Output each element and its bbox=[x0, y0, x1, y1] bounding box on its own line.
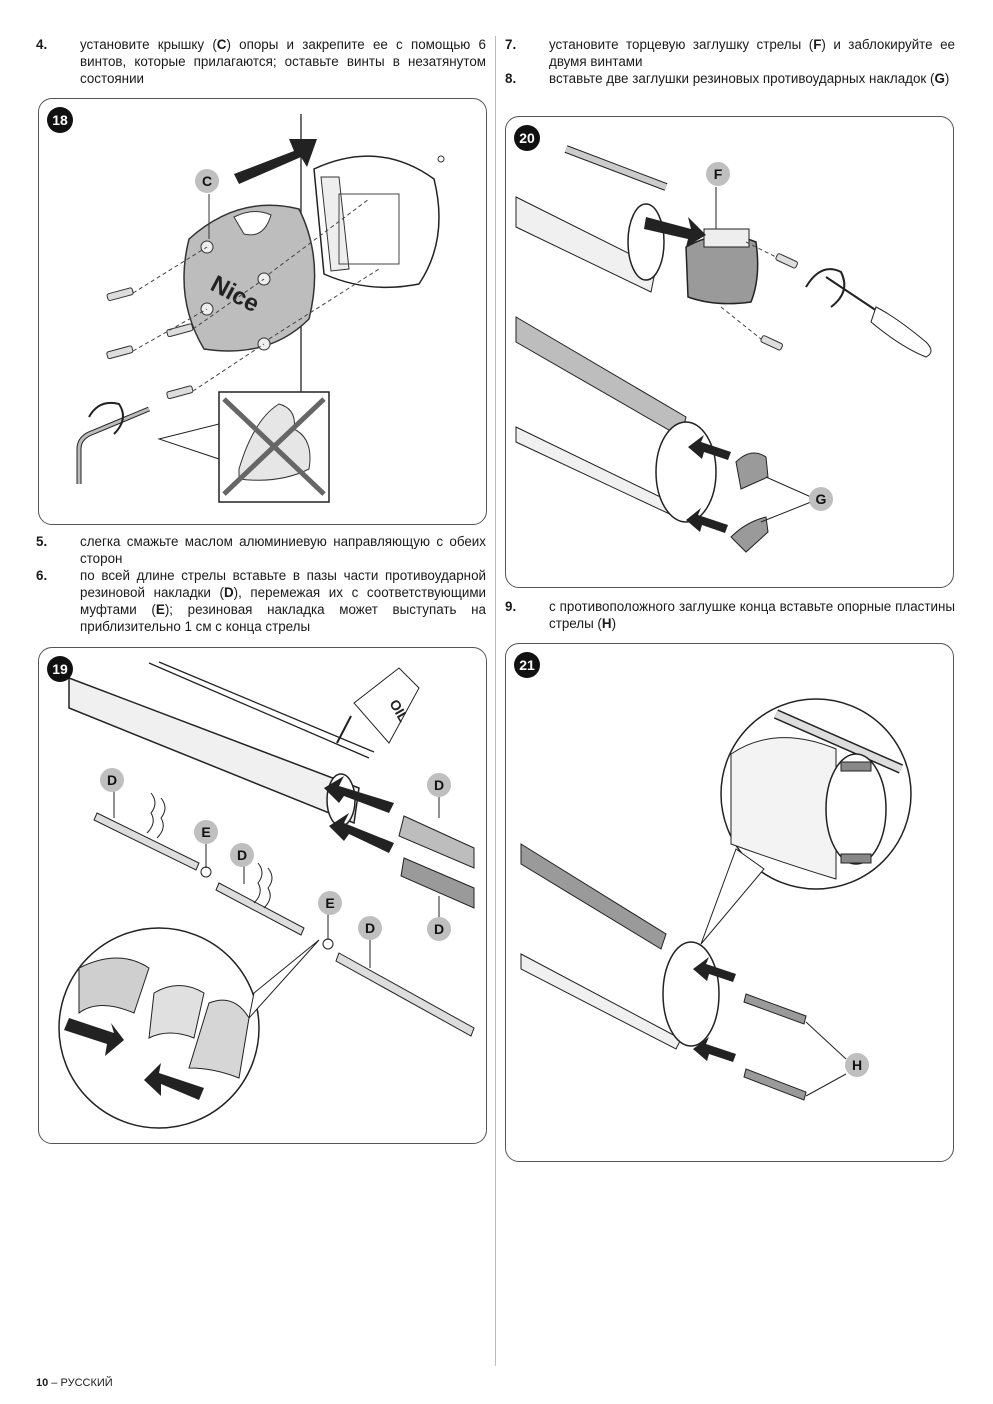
callout-e: E bbox=[194, 820, 218, 844]
step-9: 9. с противоположного заглушке конца вст… bbox=[505, 598, 955, 632]
figure-number-badge: 21 bbox=[514, 652, 540, 678]
callout-d: D bbox=[230, 843, 254, 867]
figure-20: 20 F G bbox=[505, 116, 954, 588]
step-text: установите торцевую заглушку стрелы (F) … bbox=[549, 37, 955, 69]
page-number: 10 bbox=[36, 1377, 49, 1389]
callout-h: H bbox=[845, 1053, 869, 1077]
page-footer: 10 – РУССКИЙ bbox=[36, 1377, 113, 1389]
step-8: 8. вставьте две заглушки резиновых проти… bbox=[505, 70, 955, 87]
figure-19: OIL bbox=[38, 647, 487, 1144]
column-divider bbox=[495, 36, 496, 1366]
figure-number-badge: 20 bbox=[514, 125, 540, 151]
right-column: 7. установите торцевую заглушку стрелы (… bbox=[505, 36, 955, 87]
figure-21-illustration bbox=[520, 698, 912, 1101]
callout-d: D bbox=[427, 773, 451, 797]
figure-number-badge: 18 bbox=[47, 107, 73, 133]
figure-21: 21 H bbox=[505, 643, 954, 1162]
step-text: с противоположного заглушке конца вставь… bbox=[549, 599, 955, 631]
callout-d: D bbox=[427, 917, 451, 941]
footer-separator: – bbox=[48, 1377, 61, 1389]
callout-f: F bbox=[706, 162, 730, 186]
step-number: 6. bbox=[36, 568, 48, 583]
left-steps-5-6: 5. слегка смажьте маслом алюминиевую нап… bbox=[36, 533, 486, 635]
step-number: 5. bbox=[36, 534, 48, 549]
step-5: 5. слегка смажьте маслом алюминиевую нап… bbox=[36, 533, 486, 567]
figure-18: Nice 18 C bbox=[38, 98, 487, 525]
figure-19-illustration: OIL bbox=[58, 661, 475, 1129]
figure-number-badge: 19 bbox=[47, 656, 73, 682]
figure-18-illustration: Nice bbox=[76, 114, 445, 503]
step-text: слегка смажьте маслом алюминиевую направ… bbox=[80, 534, 486, 566]
step-number: 9. bbox=[505, 599, 517, 614]
step-text: установите крышку (C) опоры и закрепите … bbox=[80, 37, 487, 86]
figure-20-illustration bbox=[515, 145, 932, 553]
step-text: по всей длине стрелы вставьте в пазы час… bbox=[80, 568, 487, 634]
callout-d: D bbox=[100, 768, 124, 792]
step-number: 4. bbox=[36, 37, 48, 52]
step-6: 6. по всей длине стрелы вставьте в пазы … bbox=[36, 567, 486, 635]
callout-g: G bbox=[809, 487, 833, 511]
step-number: 7. bbox=[505, 37, 517, 52]
step-4: 4. установите крышку (C) опоры и закрепи… bbox=[36, 36, 486, 87]
callout-c: C bbox=[195, 169, 219, 193]
step-number: 8. bbox=[505, 71, 517, 86]
step-7: 7. установите торцевую заглушку стрелы (… bbox=[505, 36, 955, 70]
callout-e: E bbox=[318, 891, 342, 915]
left-column: 4. установите крышку (C) опоры и закрепи… bbox=[36, 36, 486, 87]
step-text: вставьте две заглушки резиновых противоу… bbox=[549, 71, 950, 86]
callout-d: D bbox=[358, 916, 382, 940]
right-step-9: 9. с противоположного заглушке конца вст… bbox=[505, 598, 955, 632]
footer-language: РУССКИЙ bbox=[60, 1377, 113, 1389]
